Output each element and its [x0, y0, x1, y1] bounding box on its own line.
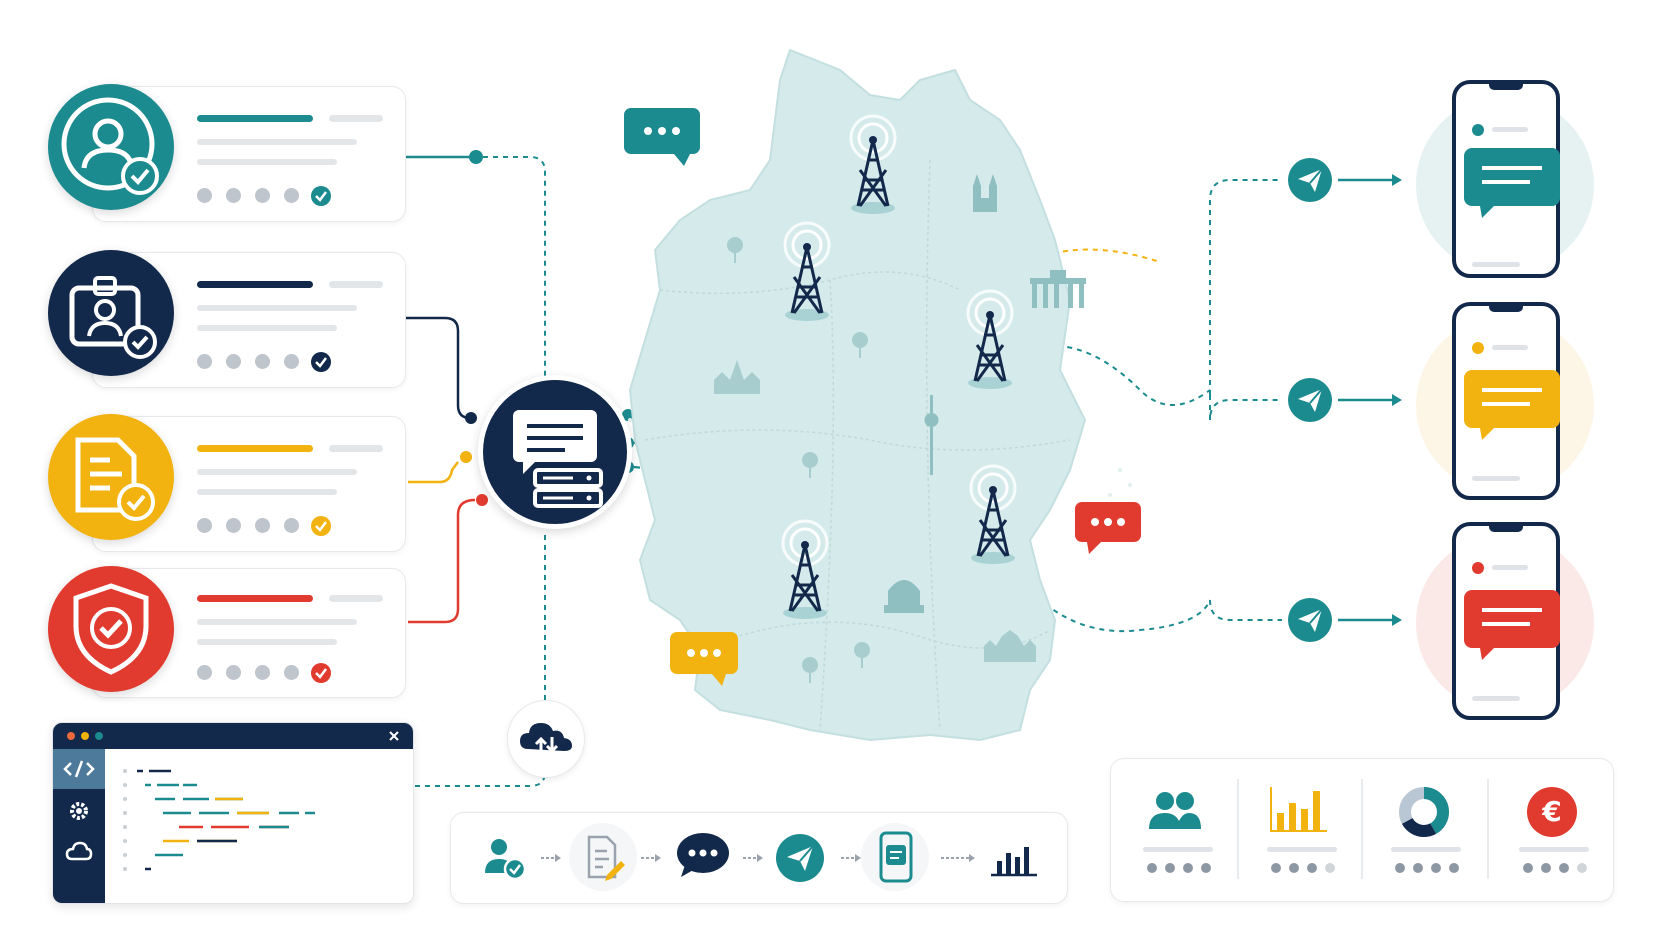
bar-chart-icon[interactable] — [991, 841, 1037, 877]
tree-icon — [802, 452, 818, 478]
code-sidebar — [53, 749, 105, 903]
message-bubble-icon — [1464, 148, 1560, 218]
chat-bubble-icon — [670, 632, 738, 686]
title-bar — [197, 115, 313, 122]
chat-icon[interactable] — [675, 831, 731, 881]
document-check-icon — [48, 414, 174, 540]
users-icon — [1149, 792, 1201, 829]
check-icon — [311, 663, 331, 683]
tree-icon — [852, 332, 868, 358]
code-window[interactable] — [52, 722, 414, 904]
text-bar — [329, 115, 383, 122]
check-icon — [311, 516, 331, 536]
cloud-icon[interactable] — [65, 841, 93, 863]
germany-map — [618, 48, 1132, 742]
stats-card: € — [1110, 758, 1614, 902]
tower-icon — [781, 519, 829, 619]
window-titlebar — [53, 723, 413, 749]
send-icon[interactable] — [1286, 596, 1334, 644]
tree-icon — [802, 657, 818, 683]
tower-icon — [966, 289, 1014, 389]
gear-icon[interactable] — [67, 799, 91, 823]
tree-icon — [854, 642, 870, 668]
cloud-sync-icon[interactable] — [507, 700, 585, 778]
user-check-icon — [48, 84, 174, 210]
castle-icon — [714, 360, 760, 394]
workflow-strip — [450, 812, 1068, 904]
text-bar — [197, 139, 357, 145]
send-icon[interactable] — [1286, 156, 1334, 204]
dome-icon — [884, 580, 924, 613]
check-icon — [311, 186, 331, 206]
tower-icon — [783, 221, 831, 321]
brandenburg-gate-icon — [1030, 270, 1086, 308]
euro-symbol: € — [1542, 795, 1562, 828]
code-icon[interactable] — [53, 749, 105, 789]
shield-check-icon — [48, 566, 174, 692]
code-lines — [123, 769, 315, 871]
euro-icon: € — [1527, 787, 1577, 837]
id-badge-check-icon — [48, 250, 174, 376]
tower-icon — [969, 464, 1017, 564]
tree-icon — [727, 237, 743, 263]
chat-bubble-icon — [624, 108, 700, 166]
chat-bubble-icon — [1075, 502, 1141, 554]
send-icon[interactable] — [775, 833, 825, 883]
send-icon[interactable] — [1286, 376, 1334, 424]
message-server-icon[interactable] — [478, 375, 632, 529]
tower-icon — [849, 114, 897, 214]
message-bubble-icon — [1464, 370, 1560, 440]
bar-chart-icon — [1270, 787, 1327, 832]
text-bar — [197, 159, 337, 165]
document-edit-icon[interactable] — [585, 835, 625, 881]
parliament-icon — [984, 630, 1036, 662]
mobile-message-icon[interactable] — [879, 831, 913, 883]
check-icon — [311, 352, 331, 372]
cathedral-icon — [973, 174, 997, 212]
user-check-icon[interactable] — [479, 833, 529, 883]
close-icon[interactable] — [389, 731, 399, 741]
message-bubble-icon — [1464, 590, 1560, 660]
donut-chart-icon — [1399, 787, 1449, 837]
tv-tower-icon — [924, 395, 939, 475]
